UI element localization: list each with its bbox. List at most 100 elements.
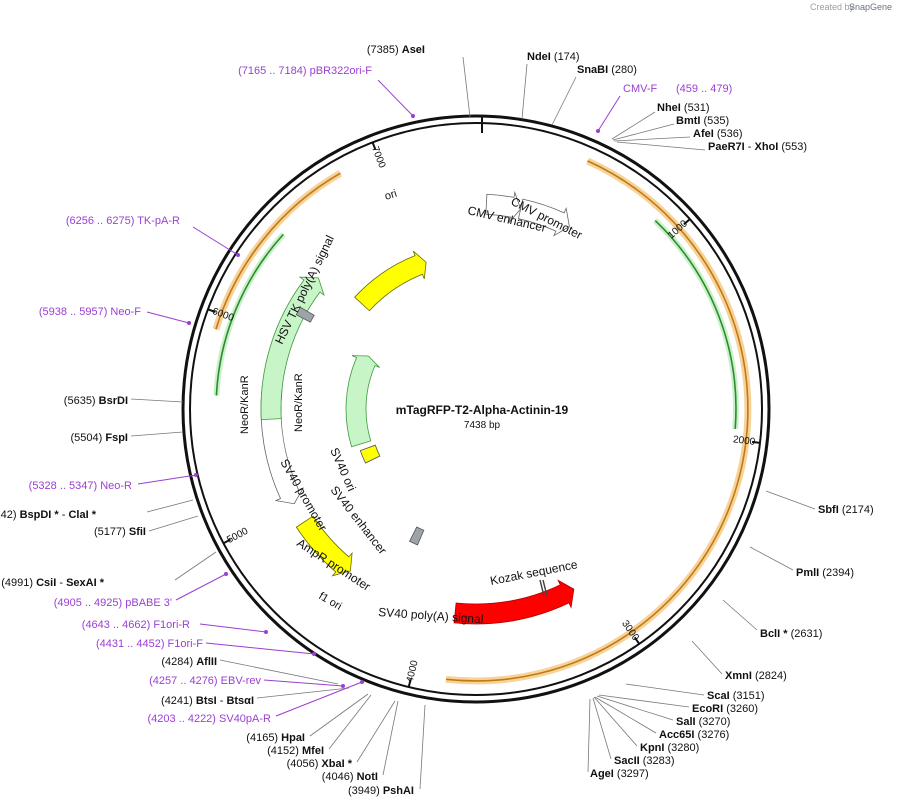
restriction-site-label[interactable]: ScaI (3151) (707, 690, 765, 702)
site-leader-line (328, 694, 372, 750)
feature-arrow (295, 515, 353, 577)
site-leader-line (592, 697, 612, 760)
site-leader-line (256, 687, 350, 699)
tick-mark (407, 678, 412, 688)
restriction-site-label[interactable]: PaeR7I - XhoI (553) (708, 141, 807, 153)
site-leader-line (613, 136, 691, 142)
site-lines-layer (130, 56, 816, 790)
primer-site (187, 321, 191, 325)
restriction-site-label[interactable]: KpnI (3280) (640, 742, 699, 754)
primer-label[interactable]: (5938 .. 5957) Neo-F (39, 306, 141, 318)
site-leader-line (765, 490, 816, 510)
restriction-site-label[interactable]: NheI (531) (657, 102, 710, 114)
restriction-site-label[interactable]: (4046) NotI (322, 771, 378, 783)
site-leader-line (596, 695, 674, 721)
tick-label: 7000 (369, 145, 387, 170)
site-leader-line (722, 599, 758, 631)
restriction-site-label[interactable]: (5242) BspDI * - ClaI * (0, 509, 97, 521)
restriction-site-label[interactable]: (4284) AflII (161, 656, 217, 668)
restriction-site-label[interactable]: (4241) BtsI - BtsαI (161, 695, 254, 707)
restriction-site-label[interactable]: BmtI (535) (676, 115, 729, 127)
site-leader-line (174, 551, 217, 581)
restriction-site-label[interactable]: SbfI (2174) (818, 504, 874, 516)
restriction-site-label[interactable]: (3949) PshAI (348, 785, 414, 797)
primer-leader-line (205, 642, 315, 655)
primer-layer: (7165 .. 7184) pBR322ori-F CMV-F (459 .. 4… (29, 65, 733, 725)
site-leader-line (146, 499, 194, 513)
restriction-site-label[interactable]: (5177) SfiI (94, 526, 146, 538)
primer-leader-line (199, 623, 267, 633)
tick-mark (683, 218, 691, 226)
credit-snapgene: SnapGene (849, 2, 892, 12)
primer-leader-line (263, 679, 344, 687)
primer-label[interactable]: (4257 .. 4276) EBV-rev (149, 675, 261, 687)
restriction-site-label[interactable]: EcoRI (3260) (692, 703, 758, 715)
restriction-site-label[interactable]: SnaBI (280) (577, 64, 637, 76)
primer-label[interactable]: (4431 .. 4452) F1ori-F (96, 638, 203, 650)
primer-label[interactable]: (4203 .. 4222) SV40pA-R (147, 713, 271, 725)
primer-label[interactable]: (6256 .. 6275) TK-pA-R (66, 215, 180, 227)
primer-leader-line (192, 226, 239, 256)
primer-label[interactable]: (5328 .. 5347) Neo-R (29, 480, 132, 492)
restriction-site-label[interactable]: (5504) FspI (71, 432, 128, 444)
restriction-site-label[interactable]: (5635) BsrDI (64, 395, 128, 407)
restriction-site-label[interactable]: (4152) MfeI (267, 745, 324, 757)
feature-text: SV40 ori (327, 446, 359, 494)
restriction-site-label[interactable]: BclI * (2631) (760, 628, 822, 640)
plasmid-name: mTagRFP-T2-Alpha-Actinin-19 (396, 403, 569, 417)
feature-label-neor-inner: NeoR/KanR (293, 373, 305, 432)
primer-label[interactable]: (459 .. 479) (676, 83, 732, 95)
primer-site (224, 572, 228, 576)
primer-label[interactable]: CMV-F (623, 83, 658, 95)
site-leader-line (749, 546, 794, 571)
site-leader-line (130, 431, 184, 437)
restriction-site-label[interactable]: (7385) AseI (367, 44, 425, 56)
site-leader-line (593, 696, 638, 747)
site-leader-line (130, 398, 184, 403)
site-leader-line (691, 640, 723, 675)
restriction-site-label[interactable]: (4165) HpaI (246, 732, 305, 744)
restriction-site-label[interactable]: Acc65I (3276) (659, 729, 729, 741)
restriction-site-label[interactable]: (4056) XbaI * (287, 758, 353, 770)
backbone-inner-ring (189, 122, 763, 696)
restriction-site-label[interactable]: (4991) CsiI - SexAI * (1, 577, 104, 589)
feature-label-f1-ori: f1 ori (317, 590, 344, 613)
restriction-site-label[interactable]: SacII (3283) (614, 755, 675, 767)
feature-text: Kozak sequence (489, 557, 579, 588)
feature-box (359, 444, 381, 464)
tick-label: 2000 (732, 434, 756, 448)
restriction-site-label[interactable]: PmlI (2394) (796, 567, 854, 579)
orf-arc (215, 172, 341, 330)
restriction-site-label[interactable]: AgeI (3297) (590, 768, 649, 780)
site-leader-line (625, 683, 705, 696)
primer-leader-line (175, 573, 227, 601)
primer-site (360, 680, 364, 684)
primer-label[interactable]: (4905 .. 4925) pBABE 3' (54, 597, 172, 609)
site-leader-line (611, 111, 656, 140)
site-leader-line (594, 696, 657, 734)
primer-label[interactable]: (7165 .. 7184) pBR322ori-F (238, 65, 372, 77)
orf-layer (212, 157, 752, 685)
tick-mark (223, 538, 232, 545)
site-leader-line (462, 56, 471, 118)
primer-label[interactable]: (4643 .. 4662) F1ori-R (82, 619, 190, 631)
primer-leader-line (146, 311, 190, 324)
site-leader-line (356, 700, 396, 763)
kozak-mark (539, 579, 545, 597)
restriction-site-label[interactable]: SalI (3270) (676, 716, 730, 728)
primer-site (264, 630, 268, 634)
primer-leader-line (137, 474, 197, 485)
restriction-site-label[interactable]: AfeI (536) (693, 128, 743, 140)
tick-label: 4000 (405, 659, 421, 684)
feature-arrow (453, 579, 575, 625)
orf-inner-arc (215, 233, 284, 396)
primer-site (341, 684, 345, 688)
restriction-site-label[interactable]: XmnI (2824) (725, 670, 787, 682)
tick-mark (207, 308, 216, 314)
restriction-site-label[interactable]: NdeI (174) (527, 51, 580, 63)
primer-leader-line (597, 95, 621, 132)
site-leader-line (616, 141, 706, 151)
primer-site (194, 473, 198, 477)
primer-site (596, 129, 600, 133)
